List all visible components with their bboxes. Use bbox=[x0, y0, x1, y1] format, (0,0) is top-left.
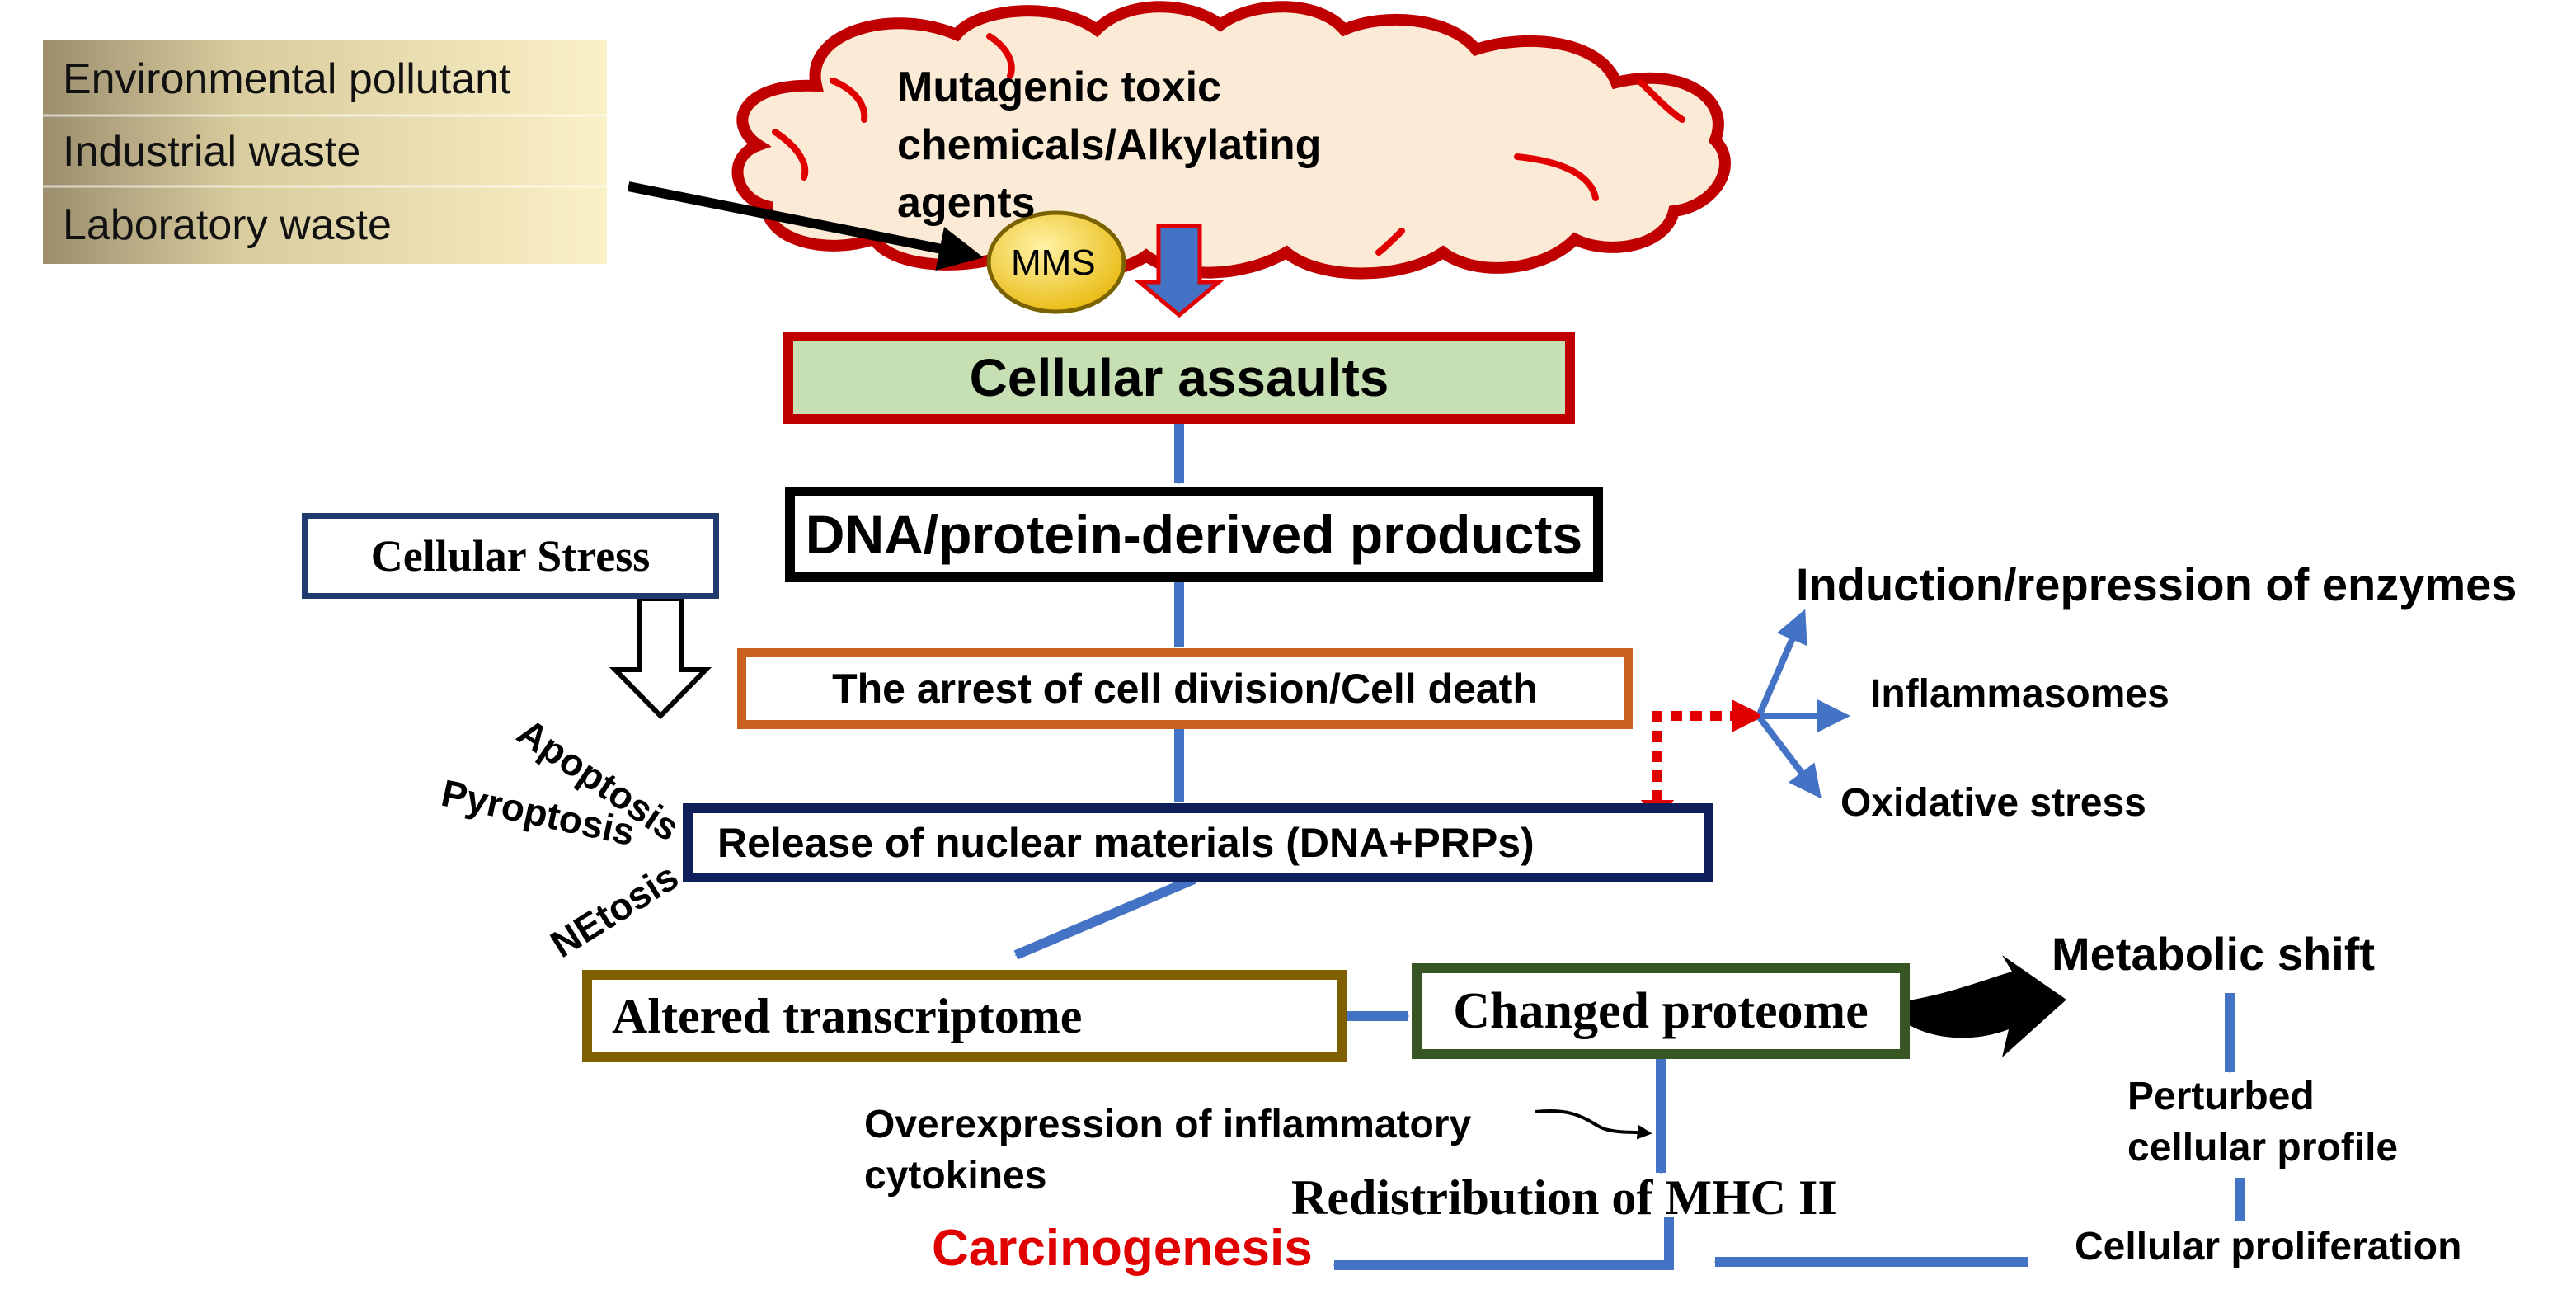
dna-products-box: DNA/protein-derived products bbox=[785, 487, 1603, 582]
cytokines-line-1: Overexpression of inflammatory bbox=[864, 1103, 1472, 1146]
source-laboratory: Laboratory waste bbox=[63, 201, 392, 249]
branch-enzymes-arrow bbox=[1756, 609, 1807, 716]
mhc-label: Redistribution of MHC II bbox=[1291, 1170, 1837, 1225]
release-to-transcriptome-arrow bbox=[1013, 874, 1196, 960]
proliferation-label: Cellular proliferation bbox=[2075, 1225, 2462, 1268]
cytokines-arrow bbox=[1535, 1109, 1652, 1140]
branch-oxidative-arrow bbox=[1756, 715, 1822, 799]
carcinogenesis-label: Carcinogenesis bbox=[932, 1220, 1313, 1277]
stress-down-arrow bbox=[609, 596, 712, 720]
source-panel bbox=[43, 40, 607, 264]
source-environmental: Environmental pollutant bbox=[63, 55, 511, 103]
oxidative-stress-label: Oxidative stress bbox=[1840, 781, 2146, 825]
proteome-box: Changed proteome bbox=[1412, 963, 1910, 1059]
cytokines-line-2: cytokines bbox=[864, 1154, 1047, 1198]
arrest-box: The arrest of cell division/Cell death bbox=[737, 648, 1633, 729]
inflammasomes-label: Inflammasomes bbox=[1870, 672, 2169, 716]
cloud-text-line-2: chemicals/Alkylating bbox=[897, 121, 1322, 169]
release-box: Release of nuclear materials (DNA+PRPs) bbox=[683, 803, 1713, 882]
cellular-stress-box: Cellular Stress bbox=[302, 513, 719, 599]
cloud-text-line-1: Mutagenic toxic bbox=[897, 64, 1221, 111]
mms-label: MMS bbox=[1011, 242, 1096, 283]
sources-to-mms-arrow bbox=[627, 181, 984, 271]
red-dotted-connector bbox=[1652, 711, 1748, 821]
transcriptome-box: Altered transcriptome bbox=[582, 970, 1347, 1062]
cloud-down-arrow bbox=[1134, 224, 1225, 318]
mms-ellipse bbox=[986, 210, 1126, 314]
perturbed-line-2: cellular profile bbox=[2127, 1126, 2399, 1169]
metabolic-shift-label: Metabolic shift bbox=[2052, 928, 2376, 980]
cloud-text-line-3: agents bbox=[897, 179, 1036, 227]
cellular-assaults-box: Cellular assaults bbox=[783, 332, 1575, 424]
perturbed-line-1: Perturbed bbox=[2127, 1075, 2315, 1118]
proteome-to-metabolic-arrow bbox=[1903, 955, 2066, 1057]
source-industrial: Industrial waste bbox=[63, 128, 361, 176]
enzymes-label: Induction/repression of enzymes bbox=[1796, 558, 2517, 610]
mhc-to-carcinogenesis-arrow bbox=[1333, 1217, 1674, 1270]
